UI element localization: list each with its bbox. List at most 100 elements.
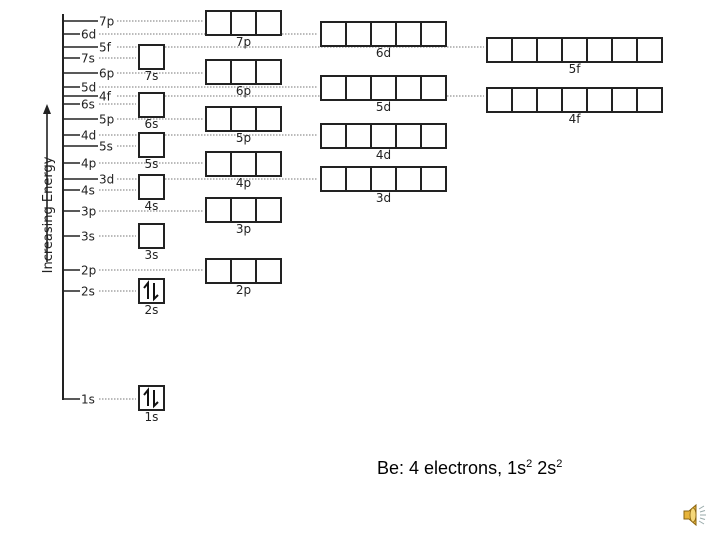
level-label: 4s — [81, 184, 95, 198]
orbital-box — [320, 123, 347, 149]
orbital-box — [205, 151, 232, 177]
orbital-label: 2s — [145, 303, 159, 317]
spin-down-arrow-icon — [153, 283, 159, 302]
orbital-label: 5p — [236, 131, 251, 145]
energy-level-2p: 2p — [63, 264, 203, 278]
energy-level-4p: 4p — [63, 157, 203, 171]
orbital-box — [138, 385, 165, 411]
orbital-5p: 5p — [205, 106, 282, 145]
orbital-box — [511, 37, 538, 63]
orbital-box — [420, 21, 447, 47]
orbital-label: 5f — [569, 62, 582, 76]
energy-level-6s: 6s — [63, 98, 136, 112]
energy-level-4f: 4f — [63, 90, 484, 104]
energy-level-5f: 5f — [63, 41, 484, 55]
superscript: 2 — [556, 458, 563, 470]
energy-level-2s: 2s — [63, 285, 136, 299]
orbital-6d: 6d — [320, 21, 447, 60]
orbital-box — [395, 123, 422, 149]
orbital-5s: 5s — [138, 132, 165, 171]
orbital-box — [255, 59, 282, 85]
orbital-label: 6d — [376, 46, 391, 60]
orbital-3p: 3p — [205, 197, 282, 236]
orbital-5d: 5d — [320, 75, 447, 114]
level-label: 1s — [81, 393, 95, 407]
orbital-box — [255, 258, 282, 284]
orbital-box — [370, 21, 397, 47]
orbital-box — [561, 87, 588, 113]
orbital-label: 4p — [236, 176, 251, 190]
electron-configuration-caption: Be: 4 electrons, 1s2 2s2 — [377, 458, 562, 479]
orbital-box — [255, 106, 282, 132]
orbital-label: 7s — [145, 69, 159, 83]
orbital-box — [255, 151, 282, 177]
orbital-box — [586, 87, 613, 113]
orbital-label: 6p — [236, 84, 251, 98]
level-label: 5f — [99, 41, 112, 55]
orbital-box — [205, 59, 232, 85]
orbital-box — [138, 278, 165, 304]
caption-text: 2s — [532, 458, 557, 478]
spin-up-arrow-icon — [143, 387, 149, 406]
level-label: 4d — [81, 129, 96, 143]
spin-up-arrow-icon — [143, 280, 149, 299]
orbital-box — [205, 10, 232, 36]
caption-text: Be: 4 electrons, 1s — [377, 458, 527, 478]
orbital-box — [230, 258, 257, 284]
orbital-box — [138, 132, 165, 158]
level-label: 2p — [81, 264, 96, 278]
orbital-box — [370, 166, 397, 192]
orbital-box — [320, 166, 347, 192]
level-label: 7s — [81, 52, 95, 66]
orbital-6p: 6p — [205, 59, 282, 98]
orbital-label: 3s — [145, 248, 159, 262]
orbital-box — [345, 21, 372, 47]
energy-level-3s: 3s — [63, 230, 136, 244]
level-label: 5p — [99, 113, 114, 127]
orbital-box — [561, 37, 588, 63]
orbital-box — [230, 197, 257, 223]
energy-level-7p: 7p — [63, 15, 203, 29]
orbital-4s: 4s — [138, 174, 165, 213]
orbital-box — [611, 37, 638, 63]
orbital-box — [636, 37, 663, 63]
orbital-box — [320, 75, 347, 101]
orbital-box — [205, 106, 232, 132]
energy-level-7s: 7s — [63, 52, 136, 66]
orbital-box — [395, 75, 422, 101]
orbital-box — [230, 10, 257, 36]
level-label: 6p — [99, 67, 114, 81]
orbital-label: 1s — [145, 410, 159, 424]
level-label: 5s — [99, 140, 113, 154]
orbital-box — [636, 87, 663, 113]
level-label: 6s — [81, 98, 95, 112]
orbital-6s: 6s — [138, 92, 165, 131]
orbital-box — [536, 87, 563, 113]
orbital-1s: 1s — [138, 385, 165, 424]
level-label: 7p — [99, 15, 114, 29]
orbital-5f: 5f — [486, 37, 663, 76]
orbital-box — [138, 223, 165, 249]
orbital-box — [205, 197, 232, 223]
orbital-4f: 4f — [486, 87, 663, 126]
level-label: 4f — [99, 90, 112, 104]
orbital-box — [395, 166, 422, 192]
orbital-label: 5d — [376, 100, 391, 114]
orbital-label: 6s — [145, 117, 159, 131]
speaker-icon[interactable] — [682, 503, 708, 531]
orbital-box — [138, 44, 165, 70]
arrow-head-icon — [43, 104, 51, 114]
orbital-box — [345, 75, 372, 101]
orbital-box — [138, 174, 165, 200]
level-label: 3p — [81, 205, 96, 219]
orbital-box — [320, 21, 347, 47]
orbital-box — [611, 87, 638, 113]
energy-level-4s: 4s — [63, 184, 136, 198]
orbital-box — [586, 37, 613, 63]
orbital-box — [138, 92, 165, 118]
orbital-3s: 3s — [138, 223, 165, 262]
level-label: 5d — [81, 81, 96, 95]
orbital-box — [420, 166, 447, 192]
orbital-7s: 7s — [138, 44, 165, 83]
orbital-label: 3p — [236, 222, 251, 236]
